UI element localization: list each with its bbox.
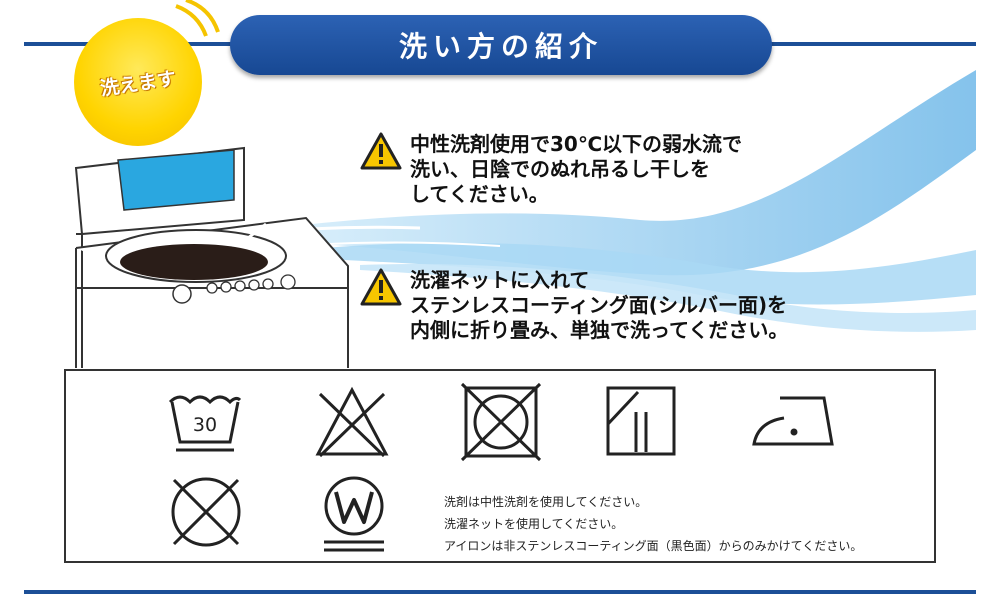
- wash-temperature: 30: [193, 414, 217, 436]
- washing-machine-icon: [74, 146, 349, 368]
- notice-line: 洗濯ネットに入れて: [410, 268, 590, 292]
- care-note: アイロンは非ステンレスコーティング面（黒色面）からのみかけてください。: [444, 539, 863, 553]
- washable-badge: 洗えます: [74, 18, 202, 146]
- notice-text: 洗濯ネットに入れて ステンレスコーティング面(シルバー面)を 内側に折り畳み、単…: [410, 268, 788, 343]
- care-notes: 洗剤は中性洗剤を使用してください。 洗濯ネットを使用してください。 アイロンは非…: [444, 491, 862, 557]
- iron-low-icon: [752, 396, 834, 446]
- no-bleach-icon: [315, 386, 389, 458]
- sparkle-lines-icon: [175, 0, 220, 37]
- wet-clean-icon: [324, 476, 384, 552]
- warning-icon: [360, 132, 402, 170]
- notice-line: 中性洗剤使用で30℃以下の弱水流で: [410, 132, 743, 156]
- notice-wash-conditions: 中性洗剤使用で30℃以下の弱水流で 洗い、日陰でのぬれ吊るし干しを してください…: [360, 132, 742, 207]
- no-tumble-dry-icon: [460, 382, 542, 462]
- page-title: 洗い方の紹介: [398, 30, 603, 63]
- notice-line: 内側に折り畳み、単独で洗ってください。: [410, 318, 789, 342]
- bottom-divider: [24, 590, 976, 594]
- notice-line: してください。: [410, 182, 549, 206]
- notice-line: ステンレスコーティング面(シルバー面)を: [410, 293, 788, 317]
- title-banner: 洗い方の紹介: [230, 15, 772, 75]
- wash-tub-30-icon: 30: [168, 395, 242, 452]
- care-note: 洗濯ネットを使用してください。: [444, 517, 624, 531]
- notice-text: 中性洗剤使用で30℃以下の弱水流で 洗い、日陰でのぬれ吊るし干しを してください…: [410, 132, 742, 207]
- care-note: 洗剤は中性洗剤を使用してください。: [444, 495, 648, 509]
- badge-label: 洗えます: [99, 67, 178, 100]
- warning-icon: [360, 268, 402, 306]
- no-dry-clean-icon: [171, 477, 241, 547]
- notice-line: 洗い、日陰でのぬれ吊るし干しを: [410, 157, 710, 181]
- line-dry-shade-icon: [606, 386, 676, 456]
- notice-laundry-net: 洗濯ネットに入れて ステンレスコーティング面(シルバー面)を 内側に折り畳み、単…: [360, 268, 788, 343]
